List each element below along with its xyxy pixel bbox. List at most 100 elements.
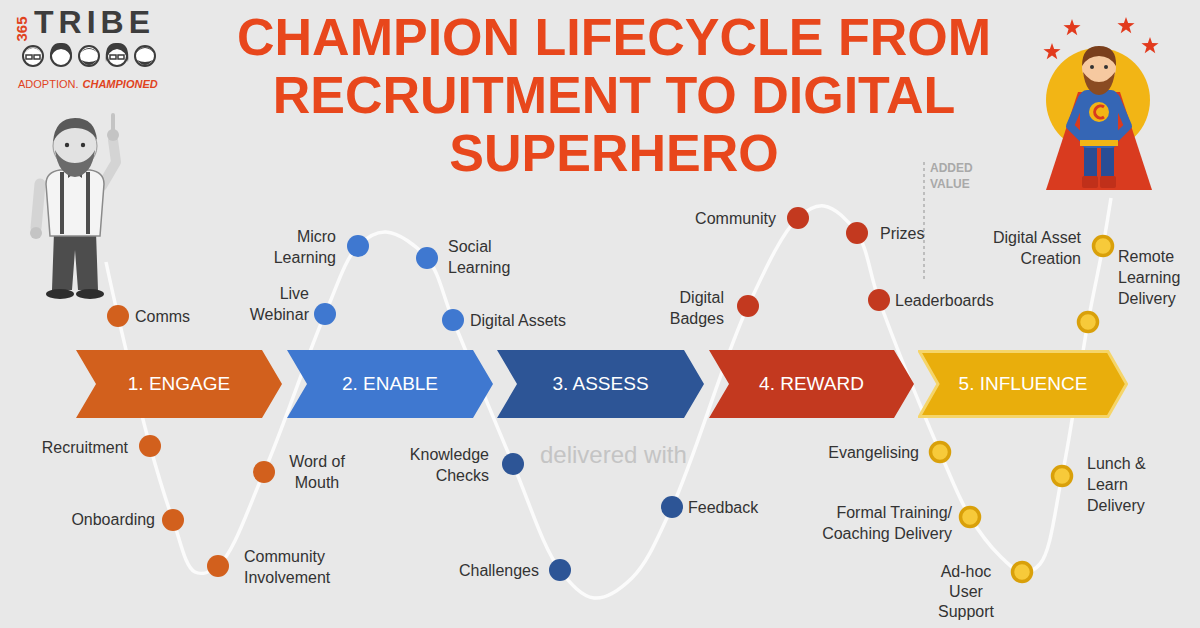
dot-label: Word of Mouth: [282, 451, 352, 493]
face-hair: [135, 47, 155, 54]
node-dot: [866, 287, 892, 313]
stage-dot: Leaderboards: [895, 290, 994, 311]
node-dot: [345, 233, 371, 259]
dot-label: Leaderboards: [895, 290, 994, 311]
dot-circle: [1079, 313, 1098, 332]
stage-dot: Word of Mouth: [282, 451, 352, 493]
man-finger: [111, 115, 115, 130]
dot-circle: [549, 559, 571, 581]
hero-boot: [1082, 176, 1098, 188]
face-hair: [106, 43, 129, 62]
chevron-fill: [76, 350, 282, 418]
dot-label: Lunch & Learn Delivery: [1087, 453, 1151, 516]
hero-emblem-mark: [1095, 106, 1104, 118]
dot-circle: [207, 555, 229, 577]
dot-circle: [787, 207, 809, 229]
node-dot: [414, 245, 440, 271]
stage-dot: Comms: [135, 306, 190, 327]
logo-tagline: CHAMPIONED: [83, 78, 158, 91]
hero-belt: [1080, 140, 1118, 146]
stage-dot: Knowledge Checks: [397, 444, 489, 486]
dot-circle: [416, 247, 438, 269]
man-arm: [36, 184, 40, 228]
stage-label: 2. ENABLE: [342, 373, 438, 395]
node-dot: [137, 433, 163, 459]
node-dot: [735, 293, 761, 319]
stage-chevron: 1. ENGAGE: [76, 350, 282, 418]
dot-label: Digital Assets: [470, 310, 566, 331]
hero-beard: [1083, 72, 1115, 95]
face-glasses: [110, 55, 116, 59]
stage-chevron: 5. INFLUENCE: [918, 350, 1128, 418]
man-eye: [65, 143, 69, 147]
dot-circle: [107, 305, 129, 327]
dot-label: Micro Learning: [266, 226, 336, 268]
superhero: [1043, 17, 1158, 190]
stage-dot: Live Webinar: [244, 283, 309, 325]
stage-dot: Digital Badges: [662, 287, 724, 329]
hero-body: [1080, 90, 1118, 148]
dot-label: Live Webinar: [244, 283, 309, 325]
stage-dot: Prizes: [880, 223, 924, 244]
dot-circle: [502, 453, 524, 475]
chevron-fill: [920, 352, 1127, 417]
stage-dot: Digital Asset Creation: [986, 227, 1081, 269]
dot-circle: [931, 443, 950, 462]
man-hair: [53, 118, 97, 142]
node-dot: [312, 301, 338, 327]
node-dot: [957, 504, 983, 530]
stage-label: 4. REWARD: [759, 373, 864, 395]
man-beard: [55, 150, 95, 177]
dot-circle: [253, 461, 275, 483]
dot-label: Knowledge Checks: [397, 444, 489, 486]
dot-label: Remote Learning Delivery: [1118, 246, 1190, 309]
dot-label: Feedback: [688, 497, 758, 518]
face-beard: [137, 60, 153, 65]
dot-circle: [868, 289, 890, 311]
dot-circle: [1053, 467, 1072, 486]
face-glasses: [118, 55, 124, 59]
dot-label: Recruitment: [42, 437, 128, 458]
man-shirt: [46, 170, 104, 236]
man-suspender: [86, 172, 90, 234]
thinking-man: [30, 115, 119, 299]
stage-dot: Evangelising: [828, 442, 919, 463]
stage-dot: Feedback: [688, 497, 758, 518]
dot-circle: [347, 235, 369, 257]
watermark: delivered with: [540, 440, 687, 469]
dot-circle: [162, 509, 184, 531]
node-dot: [844, 220, 870, 246]
stage-label: 5. INFLUENCE: [959, 373, 1088, 395]
stage-chevron: 3. ASSESS: [497, 350, 704, 418]
logo-number: 365: [13, 16, 31, 41]
logo-tagline: ADOPTION.: [18, 78, 79, 91]
stage-chevron: 4. REWARD: [709, 350, 914, 418]
dot-circle: [737, 295, 759, 317]
man-legs: [52, 232, 98, 290]
node-dot: [500, 451, 526, 477]
stage-dot: Recruitment: [42, 437, 128, 458]
dot-circle: [314, 303, 336, 325]
man-hand: [30, 227, 42, 239]
dot-label: Social Learning: [448, 236, 520, 278]
face-icon: [79, 46, 99, 66]
dot-label: Ad-hoc User Support: [935, 562, 997, 622]
stage-chevron: 2. ENABLE: [287, 350, 493, 418]
title: CHAMPION LIFECYCLE FROM RECRUITMENT TO D…: [214, 8, 1014, 182]
dot-label: Formal Training/ Coaching Delivery: [812, 502, 952, 544]
node-dot: [1090, 233, 1116, 259]
hero-eye: [1104, 65, 1108, 69]
node-dot: [785, 205, 811, 231]
face-icon: [135, 46, 155, 66]
divider-line: [923, 162, 925, 280]
node-dot: [1075, 309, 1101, 335]
man-arm: [102, 140, 116, 186]
face-icon: [23, 46, 43, 66]
dot-label: Comms: [135, 306, 190, 327]
node-dot: [160, 507, 186, 533]
face-beard: [81, 60, 97, 65]
stage-dot: Onboarding: [71, 509, 155, 530]
face-hair: [79, 48, 99, 54]
dot-circle: [846, 222, 868, 244]
